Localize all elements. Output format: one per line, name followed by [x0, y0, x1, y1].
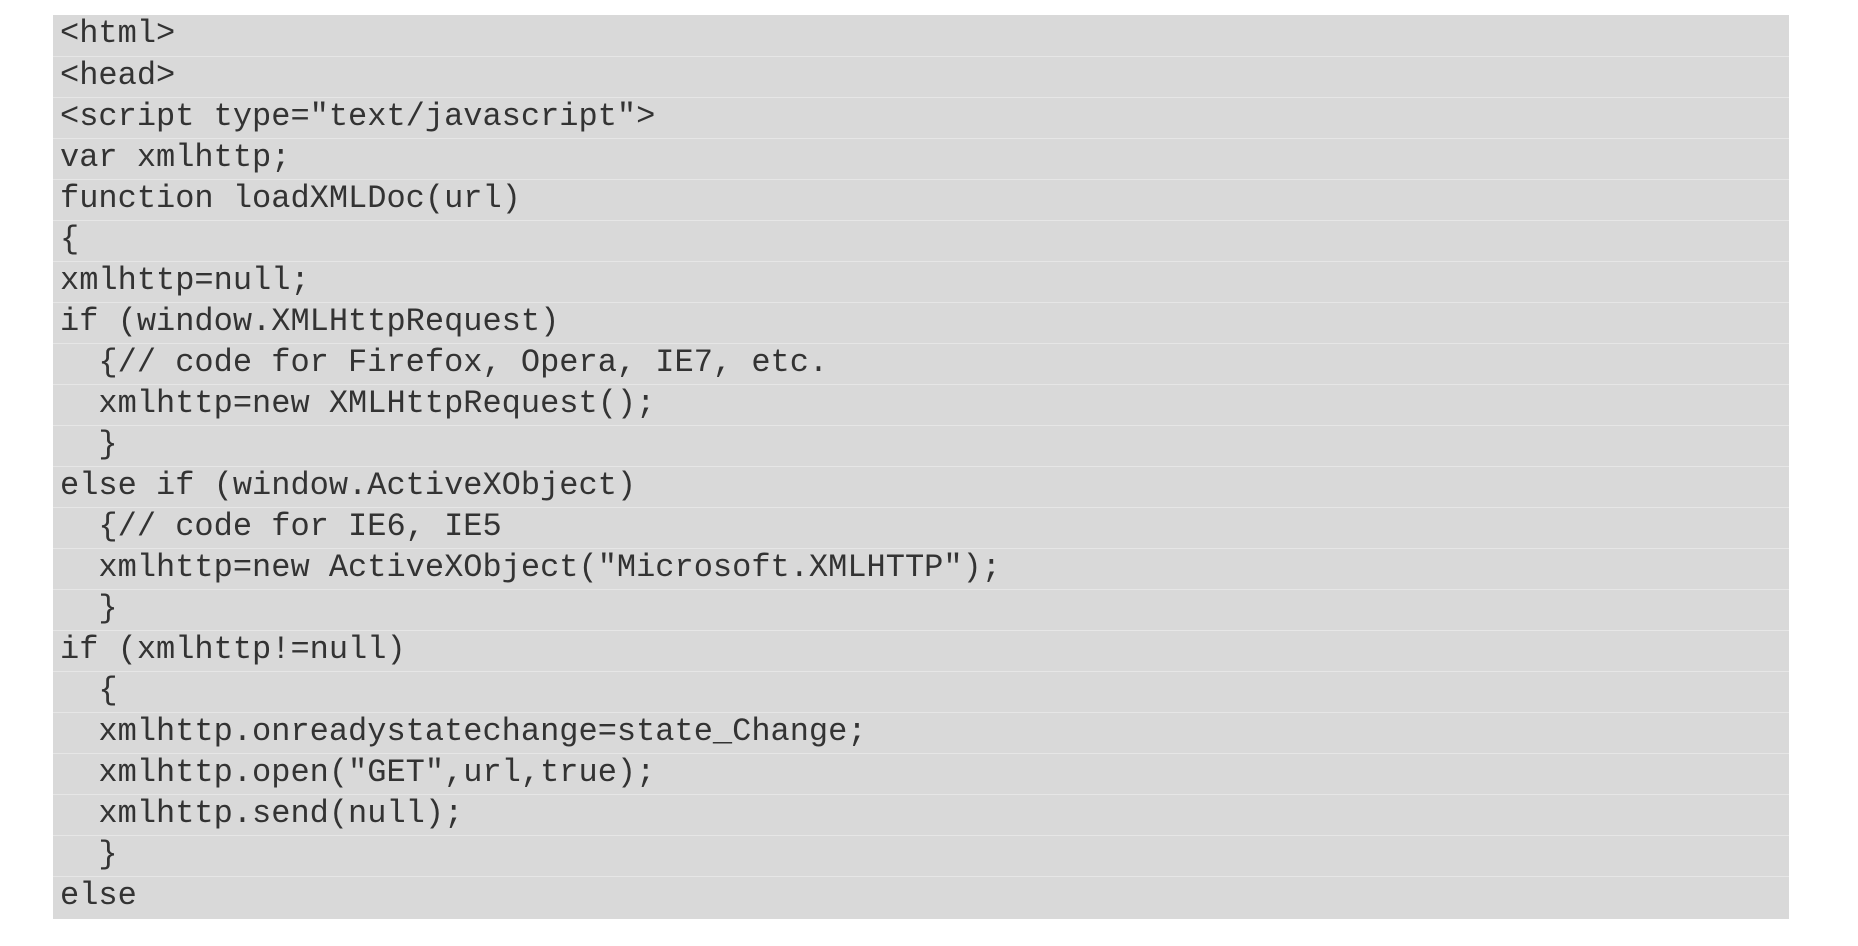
code-line: <html>	[60, 15, 176, 52]
code-block: <html> <head> <script type="text/javascr…	[53, 15, 1789, 919]
code-line: <script type="text/javascript">	[53, 97, 1789, 138]
code-line: else	[53, 876, 1789, 917]
code-line: var xmlhttp;	[53, 138, 1789, 179]
code-line: xmlhttp.onreadystatechange=state_Change;	[53, 712, 1789, 753]
code-line: }	[53, 589, 1789, 630]
code-line: }	[53, 835, 1789, 876]
code-line: }	[53, 425, 1789, 466]
code-line: {	[53, 671, 1789, 712]
code-line: <head>	[53, 56, 1789, 97]
code-line: if (xmlhttp!=null)	[53, 630, 1789, 671]
code-line: {	[53, 220, 1789, 261]
code-line: function loadXMLDoc(url)	[53, 179, 1789, 220]
code-line: else if (window.ActiveXObject)	[53, 466, 1789, 507]
code-line: xmlhttp=null;	[53, 261, 1789, 302]
code-line: if (window.XMLHttpRequest)	[53, 302, 1789, 343]
code-line: xmlhttp=new ActiveXObject("Microsoft.XML…	[53, 548, 1789, 589]
code-line: {// code for IE6, IE5	[53, 507, 1789, 548]
code-line: xmlhttp.open("GET",url,true);	[53, 753, 1789, 794]
code-line: xmlhttp.send(null);	[53, 794, 1789, 835]
code-line: xmlhttp=new XMLHttpRequest();	[53, 384, 1789, 425]
code-line: {// code for Firefox, Opera, IE7, etc.	[53, 343, 1789, 384]
